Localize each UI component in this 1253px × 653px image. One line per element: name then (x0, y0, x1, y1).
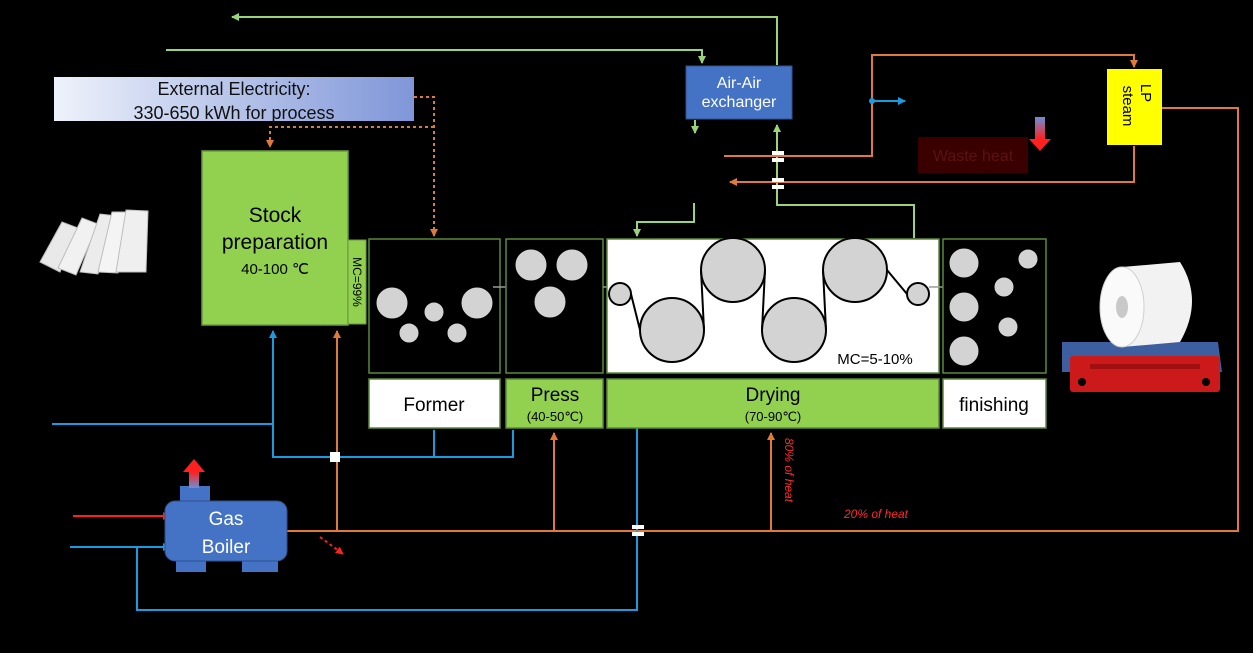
electricity-lines (266, 96, 438, 237)
boiler-label-line1: Gas (209, 509, 244, 530)
stock-preparation-box (201, 150, 349, 326)
drying-cylinders (608, 237, 930, 363)
heat-20-label: 20% of heat (843, 507, 909, 521)
lp-steam-label-line1: LP (1137, 84, 1154, 102)
finishing-label-box (942, 378, 1047, 429)
press-label-box (505, 378, 604, 429)
electricity-label-line1: External Electricity: (157, 79, 310, 99)
waste-heat-arrow-icon (1029, 117, 1051, 151)
drying-label-box (606, 378, 940, 429)
drying-label: Drying (746, 385, 801, 406)
finishing-rollers (948, 247, 1039, 367)
waste-heat-label: Waste heat (933, 148, 1014, 165)
mc-99-label: MC=99% (350, 257, 364, 307)
heat-lines (286, 54, 1239, 532)
water-lines (52, 97, 906, 611)
gas-boiler (164, 486, 288, 572)
air-air-exchanger (685, 65, 793, 120)
press-rollers (514, 248, 589, 319)
stock-temperature: 40-100 ℃ (241, 261, 309, 278)
former-rollers (375, 286, 494, 344)
heat-80-label: 80% of heat (782, 438, 796, 503)
paper-roll-icon (1062, 262, 1222, 392)
drying-temperature: (70-90℃) (745, 409, 802, 424)
electricity-box (54, 77, 414, 121)
air-exchanger-label-line1: Air-Air (717, 75, 762, 92)
drying-mc-label: MC=5-10% (837, 351, 912, 368)
boiler-loss-arrow (319, 536, 344, 555)
lp-steam-box (1107, 69, 1162, 145)
mc-99-box (347, 239, 367, 325)
paper-pulp-icon (39, 209, 149, 276)
finishing-label: finishing (959, 395, 1029, 416)
exhaust-arrow-icon (183, 459, 205, 488)
air-exchanger-label-line2: exchanger (702, 94, 777, 111)
lp-steam-label-line2: steam (1119, 86, 1136, 127)
valve-icons (330, 151, 784, 536)
stock-label-line1: Stock (249, 204, 302, 227)
paper-web (630, 269, 908, 331)
press-temperature: (40-50℃) (527, 409, 584, 424)
boiler-label-line2: Boiler (202, 537, 251, 558)
press-label: Press (531, 385, 580, 406)
waste-heat-box (918, 137, 1028, 173)
former-label-box (368, 378, 501, 429)
electricity-label-line2: 330-650 kWh for process (133, 103, 334, 123)
stock-label-line2: preparation (222, 231, 328, 254)
air-lines (166, 13, 915, 238)
former-label: Former (403, 395, 465, 416)
